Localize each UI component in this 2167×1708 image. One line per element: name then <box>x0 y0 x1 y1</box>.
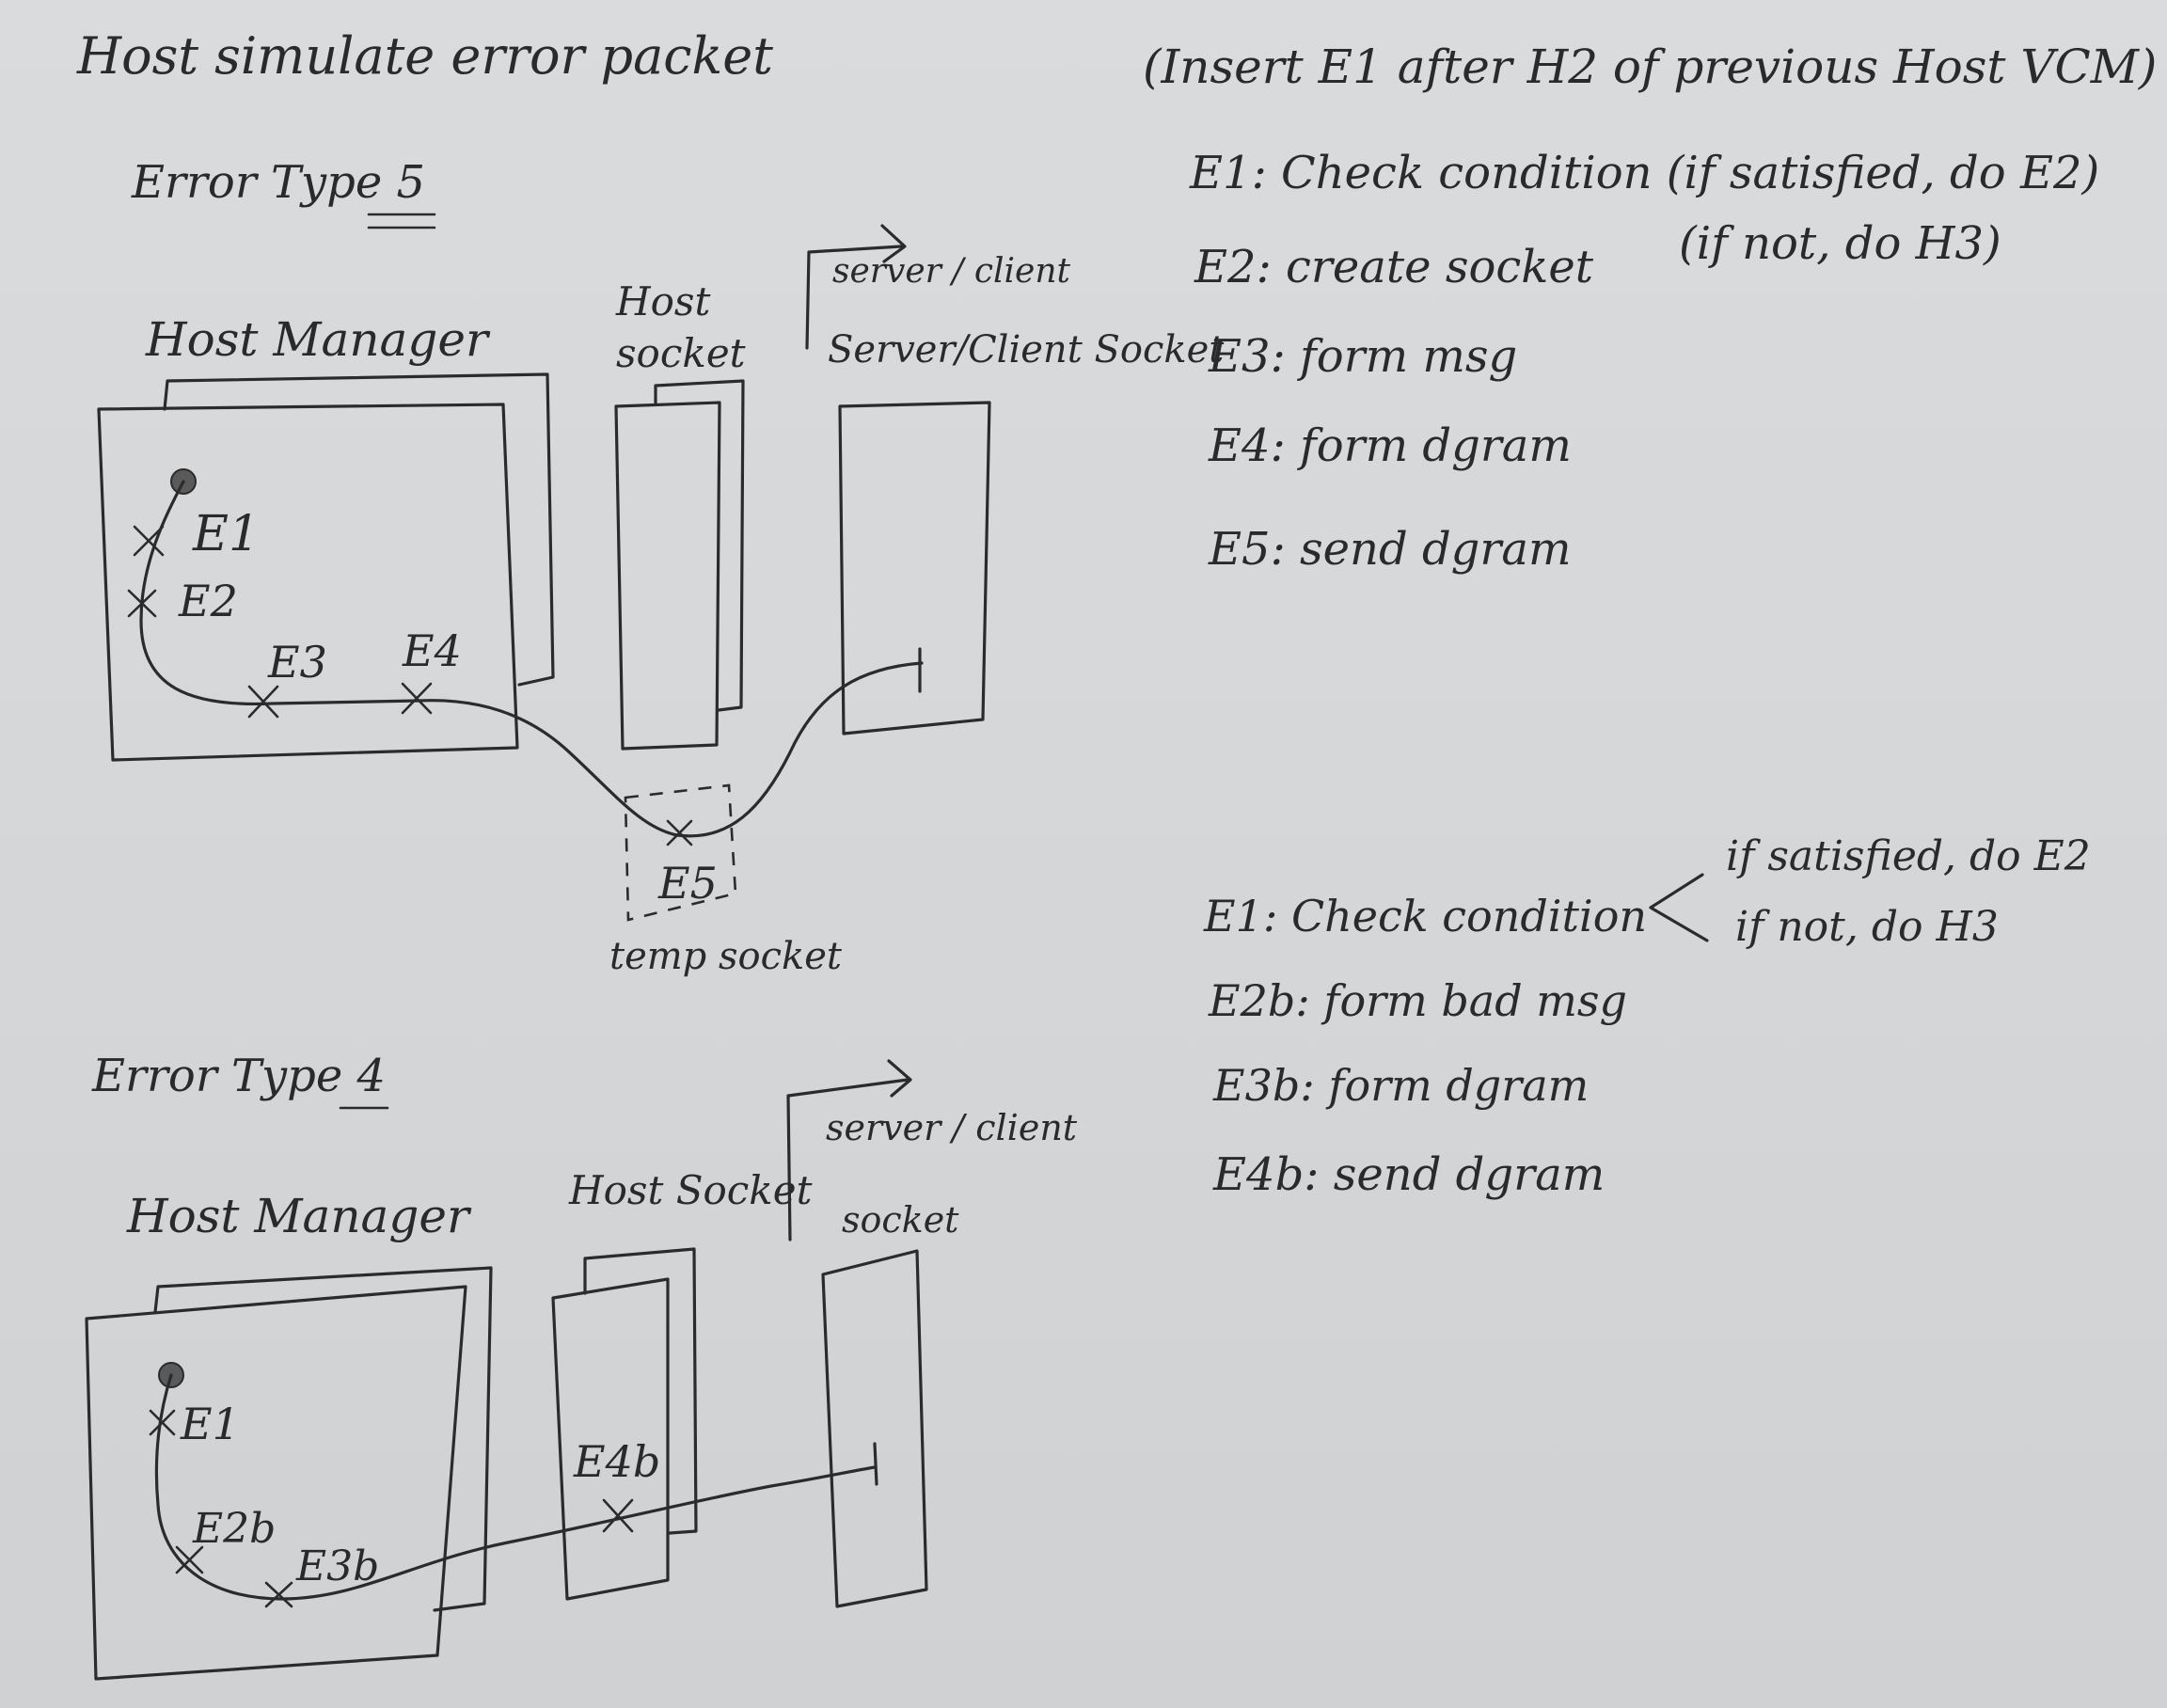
type5-server-client-arrow <box>805 245 903 350</box>
type5-step-e1: E1: Check condition (if satisfied, do E2… <box>1189 147 2099 199</box>
type5-server-client-arrow-label: server / client <box>832 252 1071 291</box>
type4-server-client-arrow-label: server / client <box>826 1107 1078 1148</box>
type4-server-socket-box <box>821 1249 928 1608</box>
type5-host-manager-box <box>97 403 519 762</box>
type4-flow-end <box>873 1442 878 1486</box>
type4-host-manager-box <box>85 1285 467 1681</box>
type5-server-socket-box <box>838 401 991 735</box>
type4-branch-bracket <box>1649 873 1709 942</box>
type5-arrow-head <box>880 224 907 263</box>
type5-label-e2: E2 <box>178 576 238 626</box>
type5-label-e3: E3 <box>267 637 327 688</box>
type5-step-e4: E4: form dgram <box>1208 419 1572 472</box>
type5-host-socket-label-1: Host <box>615 278 710 324</box>
type4-host-manager-label: Host Manager <box>126 1189 472 1243</box>
type5-heading: Error Type 5 <box>131 156 425 209</box>
type5-host-socket-label-2: socket <box>616 330 746 376</box>
type4-socket-label: socket <box>842 1199 959 1241</box>
type5-host-manager-shadow <box>163 372 555 687</box>
type5-step-e3: E3: form msg <box>1208 330 1517 383</box>
type5-step-e1-else: (if not, do H3) <box>1679 217 2001 270</box>
type5-step-e2: E2: create socket <box>1194 241 1594 293</box>
type4-host-manager-shadow <box>153 1266 493 1612</box>
type5-marker-e1 <box>133 525 165 557</box>
type5-host-manager-label: Host Manager <box>145 312 491 367</box>
type4-label-e2b: E2b <box>192 1505 276 1553</box>
page-title: Host simulate error packet <box>76 26 773 86</box>
type5-marker-e2 <box>127 589 157 618</box>
type4-step-e4b: E4b: send dgram <box>1212 1148 1605 1201</box>
type4-step-if-not: if not, do H3 <box>1735 903 1999 951</box>
insert-note: (Insert E1 after H2 of previous Host VCM… <box>1143 40 2157 94</box>
type4-marker-e1 <box>149 1409 176 1436</box>
type4-step-e2b: E2b: form bad msg <box>1208 975 1627 1026</box>
type4-label-e4b: E4b <box>573 1436 660 1487</box>
type5-label-e4: E4 <box>402 625 462 676</box>
type4-marker-e4b <box>602 1498 634 1533</box>
type4-heading: Error Type 4 <box>91 1050 386 1102</box>
type5-step-e5: E5: send dgram <box>1208 523 1571 576</box>
type5-label-e1: E1 <box>192 506 260 562</box>
type5-temp-socket-label: temp socket <box>609 935 843 978</box>
type5-marker-e3 <box>247 685 279 719</box>
type4-host-socket-shadow <box>583 1247 698 1535</box>
type5-flow-path <box>139 480 924 838</box>
type4-marker-e2b <box>175 1545 204 1574</box>
type5-label-e5: E5 <box>657 858 718 909</box>
type4-arrow-head <box>887 1059 912 1098</box>
type4-label-e3b: E3b <box>295 1542 379 1590</box>
type4-step-e3b: E3b: form dgram <box>1212 1060 1589 1111</box>
type4-marker-e3b <box>264 1581 293 1608</box>
type4-step-if-satisfied: if satisfied, do E2 <box>1726 832 2091 880</box>
type4-flow-path <box>154 1373 877 1601</box>
type4-label-e1: E1 <box>180 1399 240 1449</box>
type5-host-socket-shadow <box>654 379 745 712</box>
type4-host-socket-label: Host Socket <box>568 1167 813 1213</box>
type4-server-client-arrow <box>786 1078 910 1241</box>
type5-marker-e5 <box>666 819 693 846</box>
type5-server-client-socket-label: Server/Client Socket <box>828 328 1225 372</box>
type5-host-socket-box <box>614 401 721 751</box>
type5-marker-e4 <box>401 682 433 715</box>
type4-step-e1: E1: Check condition <box>1203 891 1647 941</box>
type4-host-socket-box <box>551 1277 670 1601</box>
